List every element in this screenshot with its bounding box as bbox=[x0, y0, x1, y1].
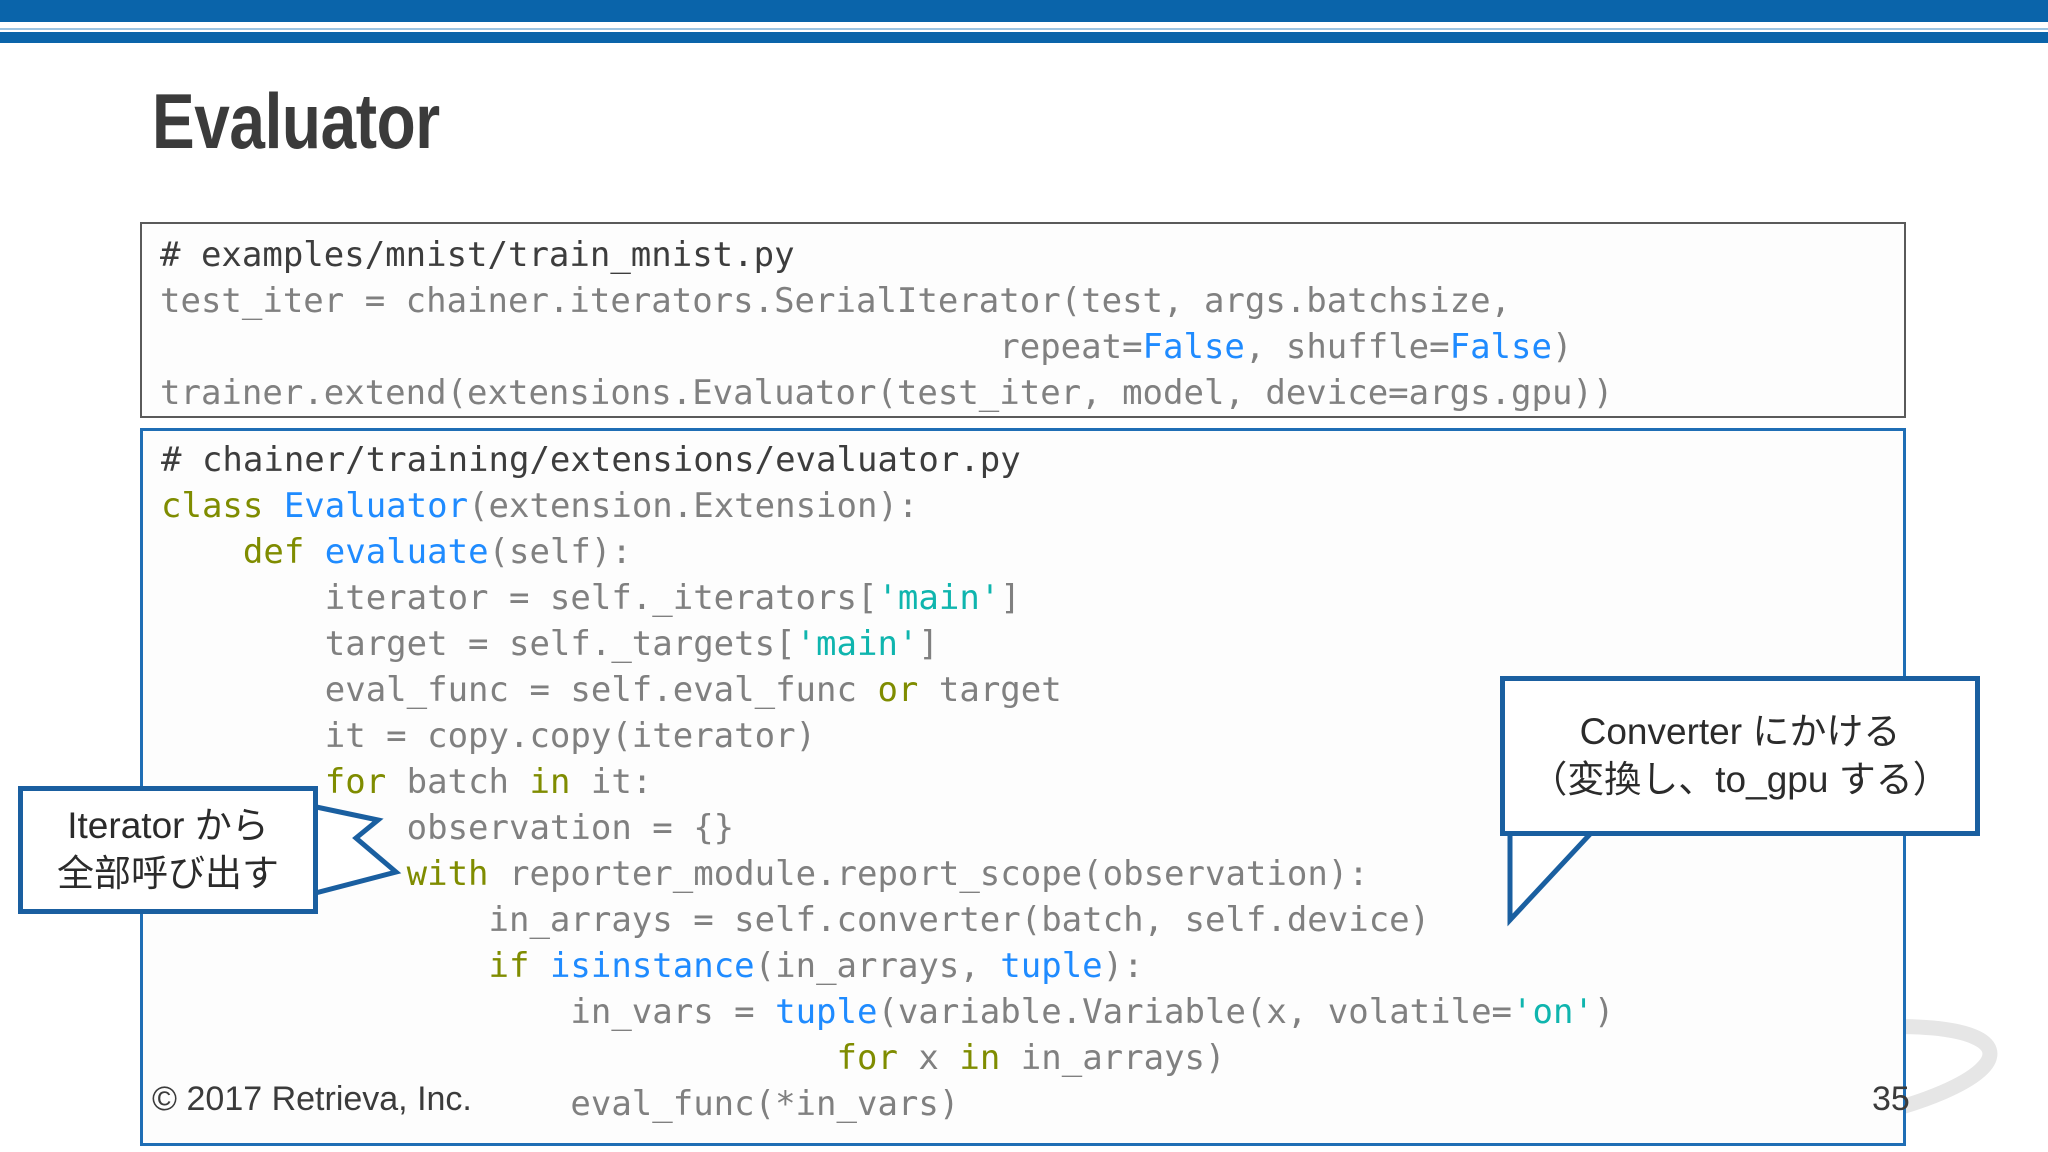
header-bar-hairline bbox=[0, 28, 2048, 30]
code-token-kw: def bbox=[242, 532, 325, 572]
code-token-def: Evaluator bbox=[283, 486, 469, 526]
header-bar-thin bbox=[0, 32, 2048, 43]
code-token-plain: repeat= bbox=[160, 327, 1143, 367]
code-token-plain: reporter_module.report_scope(observation… bbox=[488, 854, 1369, 894]
code-token-builtin: tuple bbox=[1000, 946, 1103, 986]
code-token-str: 'main' bbox=[795, 624, 919, 664]
code-line: for x in in_arrays) bbox=[161, 1035, 1903, 1081]
code-token-plain: in_arrays = self.converter(batch, self.d… bbox=[161, 900, 1431, 940]
code-token-builtin: isinstance bbox=[549, 946, 755, 986]
code-token-kw: class bbox=[161, 486, 284, 526]
code-block-usage: # examples/mnist/train_mnist.py test_iter… bbox=[140, 222, 1906, 418]
code-token-plain bbox=[529, 946, 549, 986]
code-line: eval_func = self.eval_func or target bbox=[161, 667, 1903, 713]
code-token-plain: trainer.extend(extensions.Evaluator(test… bbox=[160, 373, 1614, 413]
code-token-plain: eval_func(*in_vars) bbox=[161, 1084, 960, 1124]
code-token-kw: in bbox=[529, 762, 571, 802]
code-token-kw: with bbox=[406, 854, 489, 894]
code-line: in_vars = tuple(variable.Variable(x, vol… bbox=[161, 989, 1903, 1035]
code-token-plain: target bbox=[918, 670, 1062, 710]
code-token-def: evaluate bbox=[324, 532, 489, 572]
code-token-plain: x bbox=[897, 1038, 960, 1078]
code-line: class Evaluator(extension.Extension): bbox=[161, 483, 1903, 529]
code-token-kw: for bbox=[836, 1038, 898, 1078]
code-token-plain: batch bbox=[386, 762, 530, 802]
code-line: target = self._targets['main'] bbox=[161, 621, 1903, 667]
code-token-plain: , shuffle= bbox=[1244, 327, 1450, 367]
code-token-plain: ) bbox=[1551, 327, 1573, 367]
code-token-plain: ] bbox=[918, 624, 939, 664]
code-token-plain: (self): bbox=[488, 532, 632, 572]
callout-right-line1: Converter にかける bbox=[1579, 711, 1901, 752]
code-line: # examples/mnist/train_mnist.py bbox=[160, 232, 1904, 278]
callout-left-line2: 全部呼び出す bbox=[57, 853, 279, 894]
code-token-plain bbox=[161, 532, 243, 572]
code-line: if isinstance(in_arrays, tuple): bbox=[161, 943, 1903, 989]
code-token-plain: it: bbox=[570, 762, 653, 802]
code-token-plain: ] bbox=[1000, 578, 1021, 618]
code-line: repeat=False, shuffle=False) bbox=[160, 324, 1904, 370]
code-line: observation = {} bbox=[161, 805, 1903, 851]
header-bar-thick bbox=[0, 0, 2048, 22]
callout-right-tail bbox=[1507, 828, 1676, 927]
code-token-plain: in_arrays) bbox=[1000, 1038, 1226, 1078]
callout-converter: Converter にかける （変換し、to_gpu する） bbox=[1500, 676, 1980, 836]
code-token-plain: it = copy.copy(iterator) bbox=[161, 716, 817, 756]
code-token-kw: in bbox=[959, 1038, 1001, 1078]
code-line: with reporter_module.report_scope(observ… bbox=[161, 851, 1903, 897]
code-token-builtin: tuple bbox=[775, 992, 878, 1032]
code-line: def evaluate(self): bbox=[161, 529, 1903, 575]
code-token-plain: (extension.Extension): bbox=[468, 486, 919, 526]
code-line: iterator = self._iterators['main'] bbox=[161, 575, 1903, 621]
code-token-plain bbox=[161, 1038, 837, 1078]
callout-iterator: Iterator から 全部呼び出す bbox=[18, 786, 318, 914]
page-number: 35 bbox=[1872, 1080, 1910, 1118]
code-token-builtin: False bbox=[1142, 327, 1245, 367]
code-token-plain: test_iter = chainer.iterators.SerialIter… bbox=[160, 281, 1512, 321]
callout-right-line2: （変換し、to_gpu する） bbox=[1530, 759, 1950, 800]
callout-left-tail bbox=[301, 801, 402, 899]
code-token-comment: # examples/mnist/train_mnist.py bbox=[160, 235, 795, 275]
code-token-kw: if bbox=[488, 946, 530, 986]
code-token-plain: (in_arrays, bbox=[754, 946, 1001, 986]
code-token-str: 'on' bbox=[1512, 992, 1594, 1032]
code-token-builtin: False bbox=[1449, 327, 1552, 367]
code-line: it = copy.copy(iterator) bbox=[161, 713, 1903, 759]
page-title: Evaluator bbox=[152, 77, 440, 165]
code-token-plain: ) bbox=[1593, 992, 1615, 1032]
code-token-plain: observation = {} bbox=[161, 808, 735, 848]
code-token-plain: (variable.Variable(x, volatile= bbox=[877, 992, 1513, 1032]
footer-copyright: © 2017 Retrieva, Inc. bbox=[152, 1080, 472, 1118]
code-token-plain: eval_func = self.eval_func bbox=[161, 670, 878, 710]
code-token-comment: # chainer/training/extensions/evaluator.… bbox=[161, 440, 1021, 480]
code-block-source: # chainer/training/extensions/evaluator.… bbox=[140, 428, 1906, 1146]
code-token-plain: iterator = self._iterators[ bbox=[161, 578, 878, 618]
code-token-plain: target = self._targets[ bbox=[161, 624, 796, 664]
code-token-plain: ): bbox=[1102, 946, 1144, 986]
code-line: eval_func(*in_vars) bbox=[161, 1081, 1903, 1127]
code-line: test_iter = chainer.iterators.SerialIter… bbox=[160, 278, 1904, 324]
callout-left-line1: Iterator から bbox=[67, 805, 269, 846]
code-line: # chainer/training/extensions/evaluator.… bbox=[161, 437, 1903, 483]
code-line: for batch in it: bbox=[161, 759, 1903, 805]
code-token-str: 'main' bbox=[877, 578, 1001, 618]
code-token-kw: or bbox=[877, 670, 919, 710]
code-token-kw: for bbox=[324, 762, 387, 802]
code-line: in_arrays = self.converter(batch, self.d… bbox=[161, 897, 1903, 943]
code-token-plain: in_vars = bbox=[161, 992, 776, 1032]
code-line: trainer.extend(extensions.Evaluator(test… bbox=[160, 370, 1904, 416]
code-token-plain bbox=[161, 946, 489, 986]
